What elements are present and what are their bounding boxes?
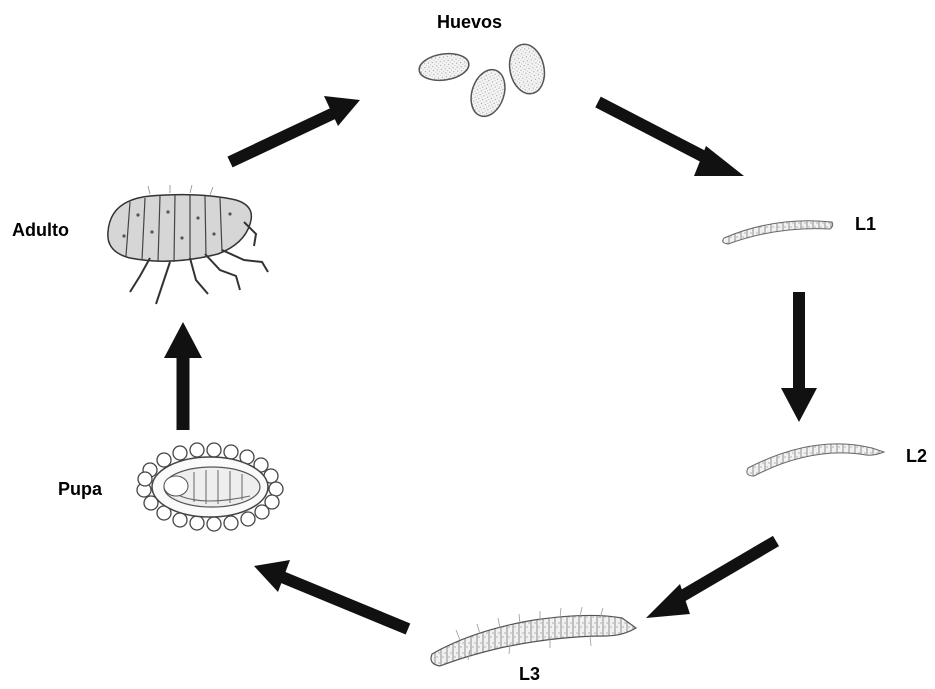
arrow-l3-to-pupa <box>254 560 408 629</box>
larva-l2-label: L2 <box>906 446 927 467</box>
larva-l3-label: L3 <box>519 664 540 685</box>
arrow-l2-to-l3 <box>646 541 776 618</box>
pupa-illustration <box>137 443 283 531</box>
eggs-label: Huevos <box>437 12 502 33</box>
larva-l1-label: L1 <box>855 214 876 235</box>
eggs-illustration <box>417 41 548 121</box>
larva-l2-illustration <box>747 444 884 476</box>
arrow-adult-to-eggs <box>230 96 360 162</box>
adult-label: Adulto <box>12 220 69 241</box>
arrow-pupa-to-adult <box>164 322 202 430</box>
adult-flea-illustration <box>108 185 268 304</box>
pupa-label: Pupa <box>58 479 102 500</box>
arrow-eggs-to-l1 <box>598 102 744 176</box>
larva-l3-illustration <box>431 607 636 666</box>
arrow-l1-to-l2 <box>781 292 817 422</box>
larva-l1-illustration <box>723 221 833 244</box>
